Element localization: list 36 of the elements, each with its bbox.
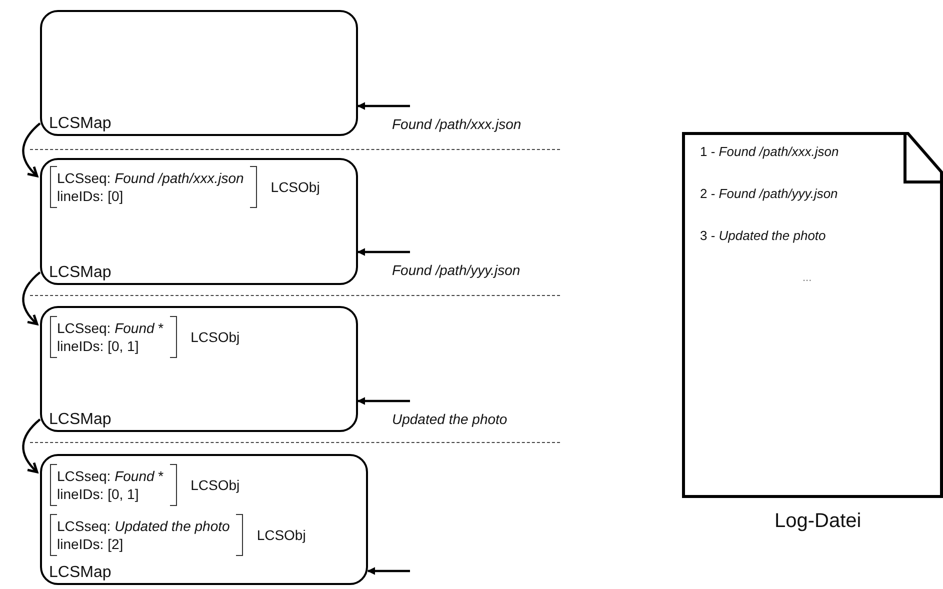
field-text: LCSseq: Found /path/xxx.json: [57, 169, 244, 187]
map-label: LCSMap: [49, 564, 112, 582]
field-text: lineIDs: [0]: [57, 187, 124, 205]
log-line: 2 - Found /path/yyy.json: [700, 186, 838, 201]
object-label: LCSObj: [190, 329, 240, 345]
field-text: lineIDs: [0, 1]: [57, 337, 140, 355]
arrow: [357, 248, 410, 256]
curved-arrow: [22, 271, 41, 326]
field-text: LCSseq: Found*: [57, 319, 164, 337]
log-line: 1 - Found /path/xxx.json: [700, 144, 839, 159]
event-text: Found /path/xxx.json: [392, 116, 522, 132]
object-label: LCSObj: [190, 477, 240, 493]
map-box: [40, 158, 358, 285]
map-label: LCSMap: [49, 411, 112, 429]
map-label: LCSMap: [49, 264, 112, 282]
ellipsis-text: ...: [802, 272, 812, 284]
map-label: LCSMap: [49, 115, 112, 133]
event-text: Found /path/yyy.json: [392, 262, 520, 278]
field-text: LCSseq: Found*: [57, 467, 164, 485]
event-text: Updated the photo: [392, 411, 508, 427]
field-text: LCSseq: Updated the photo: [57, 517, 230, 535]
object-label: LCSObj: [256, 527, 306, 543]
curved-arrow: [22, 418, 41, 474]
arrow: [367, 567, 410, 575]
field-text: lineIDs: [0, 1]: [57, 485, 140, 503]
field-text: lineIDs: [2]: [57, 535, 124, 553]
document-caption: Log-Datei: [774, 510, 862, 533]
map-box: [40, 454, 368, 585]
map-box: [40, 306, 358, 432]
map-box: [40, 10, 358, 136]
arrow: [357, 397, 410, 405]
curved-arrow: [22, 122, 41, 178]
object-label: LCSObj: [270, 179, 320, 195]
document: [682, 132, 943, 498]
log-line: 3 - Updated the photo: [700, 228, 826, 243]
arrow: [357, 102, 410, 110]
